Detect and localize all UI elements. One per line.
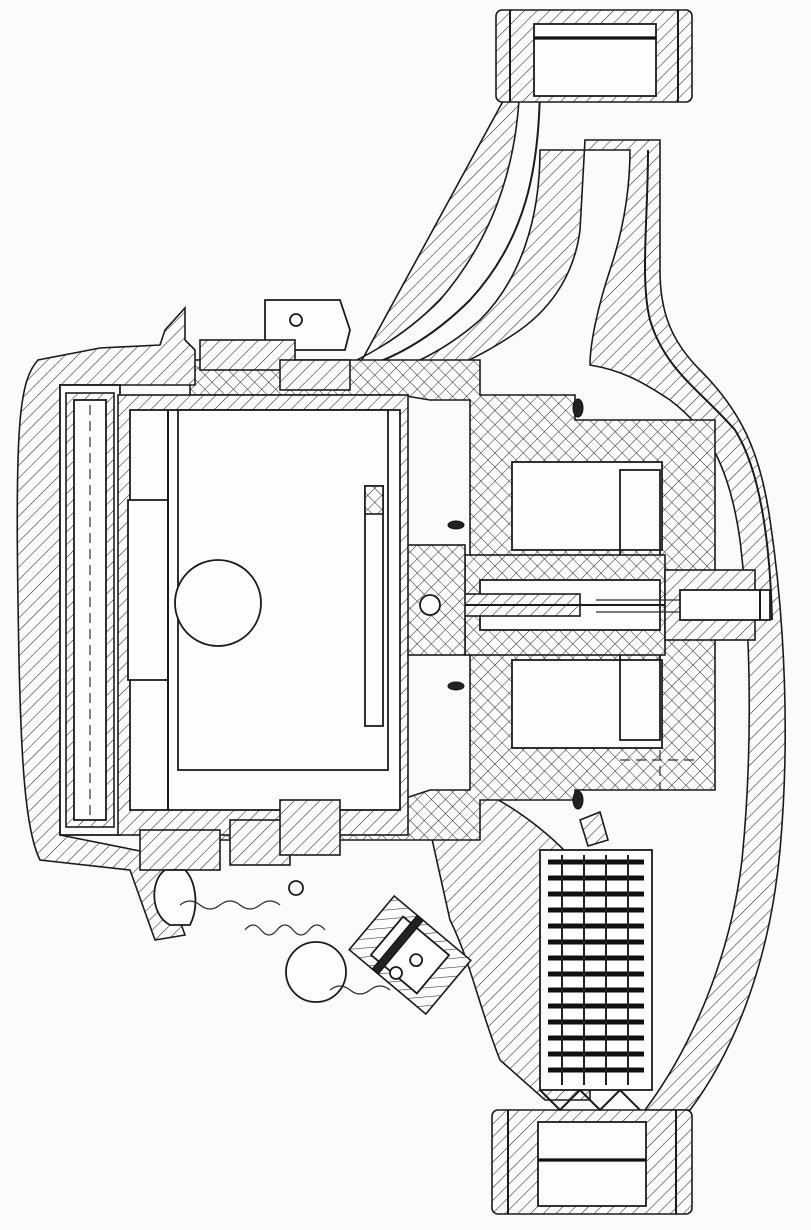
stator — [511, 461, 663, 749]
motor-assembly — [189, 359, 760, 841]
cable-gland — [179, 880, 472, 1016]
strainer — [429, 789, 653, 1111]
control-module — [117, 394, 409, 836]
mounting-lug — [199, 299, 351, 391]
vent-screw — [596, 569, 771, 641]
capacitor — [174, 559, 262, 647]
terminal-box — [16, 305, 196, 941]
lower-fitting — [139, 799, 341, 926]
inlet-port — [491, 1109, 693, 1215]
outlet-port — [495, 9, 693, 103]
